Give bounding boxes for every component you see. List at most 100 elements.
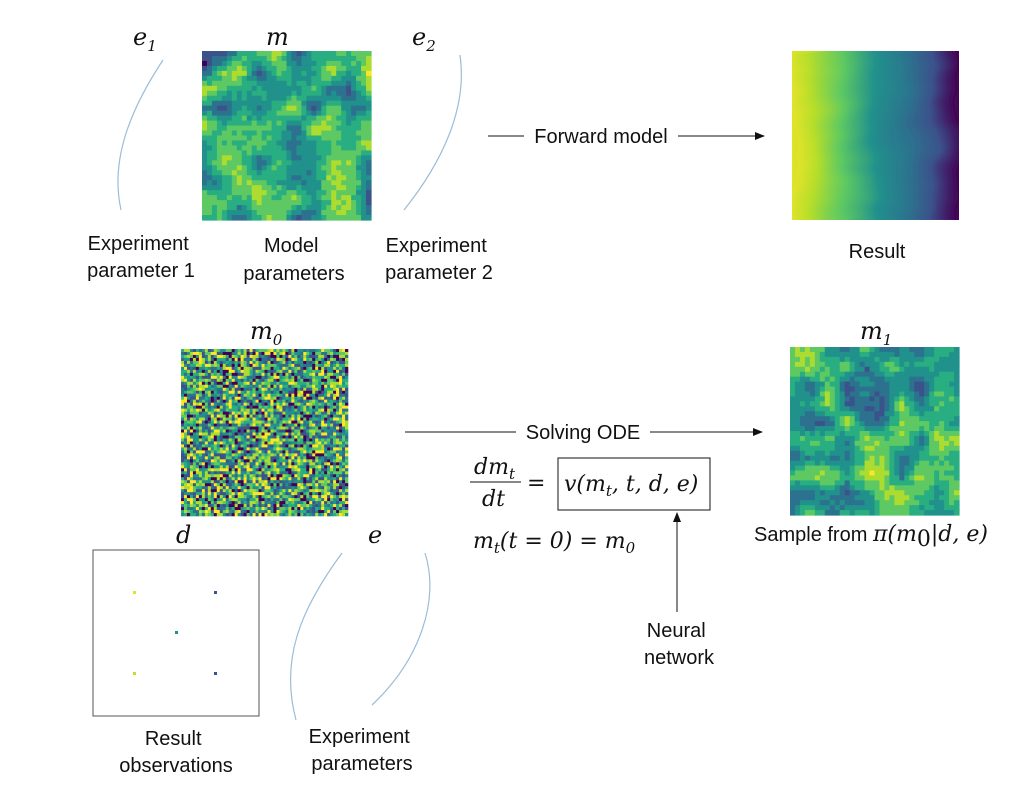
noise-cell: [276, 420, 280, 424]
noise-cell: [318, 375, 322, 380]
field-cell: [336, 180, 342, 186]
noise-cell: [273, 450, 277, 454]
field-cell: [366, 85, 372, 92]
noise-cell: [228, 393, 232, 398]
noise-cell: [318, 426, 322, 430]
noise-cell: [342, 414, 346, 418]
noise-cell: [330, 504, 334, 508]
noise-cell: [198, 414, 203, 418]
noise-cell: [249, 390, 253, 395]
field-cell: [794, 351, 801, 358]
noise-cell: [321, 480, 325, 484]
field-cell: [316, 90, 322, 97]
noise-cell: [285, 435, 289, 439]
noise-cell: [303, 387, 307, 392]
field-cell: [276, 95, 283, 102]
field-cell: [261, 215, 268, 221]
noise-cell: [264, 492, 268, 496]
field-cell: [236, 135, 243, 142]
field-cell: [286, 140, 293, 147]
noise-cell: [219, 357, 224, 362]
noise-cell: [312, 447, 316, 451]
field-cell: [894, 406, 900, 412]
noise-cell: [234, 363, 238, 368]
field-cell: [939, 381, 945, 388]
noise-cell: [210, 453, 215, 457]
noise-cell: [210, 426, 215, 430]
noise-cell: [303, 453, 307, 457]
noise-cell: [339, 390, 343, 395]
field-cell: [286, 170, 293, 176]
field-cell: [236, 190, 243, 196]
noise-cell: [327, 366, 331, 371]
noise-cell: [264, 390, 268, 395]
field-cell: [361, 210, 367, 216]
noise-cell: [294, 483, 298, 487]
field-cell: [226, 215, 233, 221]
field-cell: [884, 356, 891, 363]
noise-cell: [231, 507, 235, 511]
noise-cell: [216, 489, 221, 493]
noise-cell: [330, 417, 334, 421]
field-cell: [311, 175, 317, 181]
noise-cell: [264, 510, 268, 514]
field-cell: [206, 120, 213, 127]
field-cell: [814, 396, 821, 402]
noise-cell: [264, 441, 268, 445]
field-cell: [236, 95, 243, 102]
field-cell: [326, 190, 332, 196]
noise-cell: [339, 357, 343, 362]
noise-cell: [300, 408, 304, 412]
field-cell: [356, 145, 362, 152]
noise-cell: [252, 381, 256, 386]
noise-cell: [276, 384, 280, 389]
noise-cell: [189, 450, 194, 454]
field-cell: [321, 120, 327, 127]
field-cell: [281, 100, 288, 107]
noise-cell: [234, 495, 238, 499]
noise-cell: [201, 483, 206, 487]
noise-cell: [327, 399, 331, 403]
noise-cell: [249, 363, 253, 368]
noise-cell: [324, 480, 328, 484]
field-cell: [889, 351, 895, 358]
noise-cell: [291, 513, 295, 517]
field-cell: [336, 140, 342, 147]
noise-cell: [228, 420, 232, 424]
noise-cell: [219, 432, 224, 436]
field-cell: [256, 80, 263, 87]
field-cell: [221, 135, 228, 142]
noise-cell: [189, 447, 194, 451]
noise-cell: [330, 459, 334, 463]
field-cell: [844, 351, 851, 358]
noise-cell: [294, 444, 298, 448]
field-cell: [804, 440, 811, 447]
noise-cell: [333, 393, 337, 398]
noise-cell: [333, 417, 337, 421]
noise-cell: [333, 384, 337, 389]
noise-cell: [276, 405, 280, 409]
noise-cell: [216, 414, 221, 418]
field-cell: [226, 175, 233, 181]
field-cell: [361, 150, 367, 156]
field-cell: [276, 130, 283, 137]
field-cell: [336, 85, 342, 92]
field-cell: [291, 165, 298, 171]
field-cell: [794, 356, 801, 363]
field-cell: [854, 386, 861, 393]
noise-cell: [198, 363, 203, 368]
noise-cell: [339, 468, 343, 472]
noise-cell: [210, 399, 215, 403]
noise-cell: [252, 393, 256, 398]
noise-cell: [330, 360, 334, 365]
field-cell: [301, 205, 307, 211]
field-cell: [226, 165, 233, 171]
noise-cell: [246, 498, 250, 502]
noise-cell: [234, 390, 238, 395]
field-cell: [949, 421, 955, 427]
field-cell: [306, 195, 312, 201]
noise-cell: [189, 408, 194, 412]
noise-cell: [213, 372, 218, 377]
field-cell: [864, 371, 871, 378]
noise-cell: [231, 474, 235, 478]
